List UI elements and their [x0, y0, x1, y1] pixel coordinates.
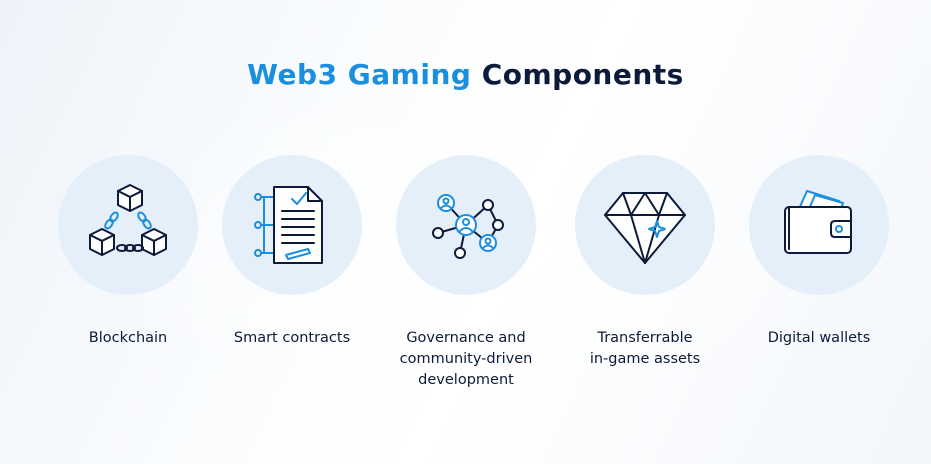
icon-circle — [396, 155, 536, 295]
component-smart-contracts: Smart contracts — [202, 155, 382, 349]
component-digital-wallets: Digital wallets — [729, 155, 909, 349]
blockchain-icon — [89, 184, 167, 256]
component-label: Transferrable in-game assets — [589, 330, 701, 367]
title-accent: Web3 Gaming — [247, 58, 472, 91]
component-label: Governance and community-driven developm… — [399, 330, 533, 388]
icon-circle — [575, 155, 715, 295]
component-label: Digital wallets — [767, 330, 871, 346]
component-label: Smart contracts — [233, 330, 351, 346]
wallet-icon — [784, 190, 852, 254]
community-network-icon — [432, 194, 504, 259]
icon-circle — [58, 155, 198, 295]
page-title: Web3 Gaming Components — [0, 58, 931, 91]
icon-circle — [749, 155, 889, 295]
component-transferrable-assets: Transferrable in-game assets — [555, 155, 735, 370]
icon-circle — [222, 155, 362, 295]
title-main: Components — [481, 58, 684, 91]
diamond-icon — [604, 192, 686, 264]
component-governance: Governance and community-driven developm… — [376, 155, 556, 391]
component-blockchain: Blockchain — [38, 155, 218, 349]
component-label: Blockchain — [88, 330, 168, 346]
contract-document-icon — [254, 186, 323, 264]
